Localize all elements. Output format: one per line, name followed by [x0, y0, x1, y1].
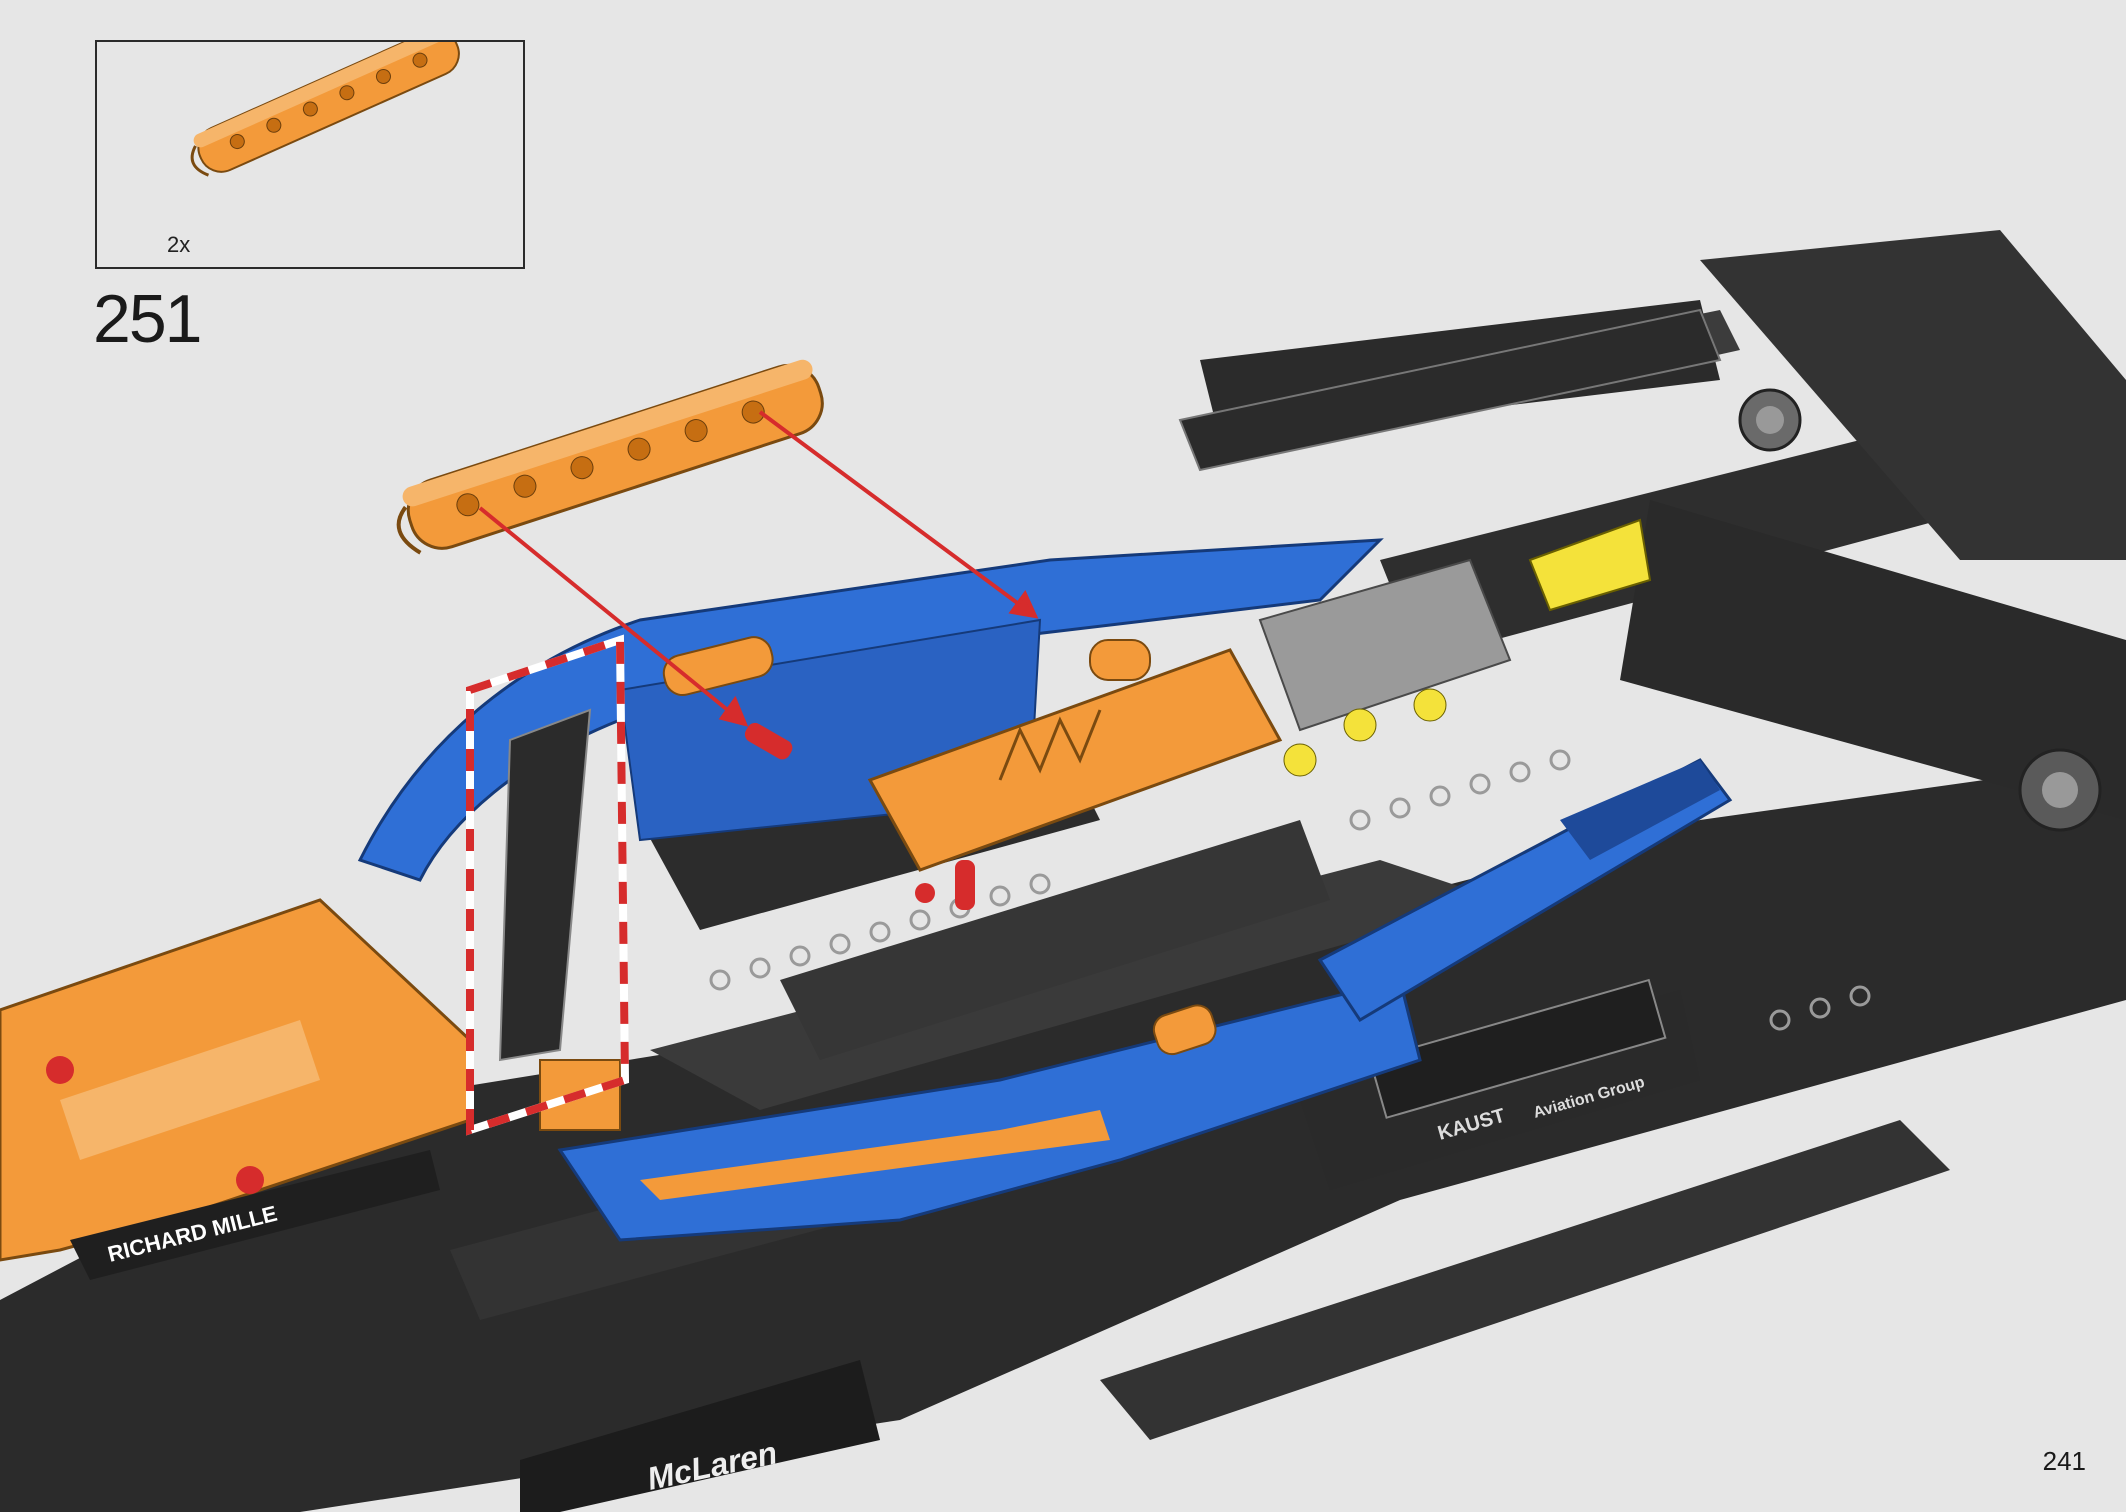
- gray-engine-block: [1258, 518, 1652, 777]
- highlight-frame-icon: [466, 634, 630, 1136]
- rear-wing-element: [1178, 308, 2102, 832]
- black-chassis: KAUST Aviation Group McLaren: [0, 230, 2126, 1512]
- assembly-arrow-icon: [478, 410, 1039, 727]
- red-pins: [744, 722, 975, 910]
- part-quantity: 2x: [167, 232, 191, 257]
- orange-beam-part: [396, 359, 824, 555]
- page-number: 241: [2042, 1446, 2086, 1476]
- parts-callout: 2x: [95, 40, 525, 269]
- liftarm-holes: [709, 749, 1871, 1031]
- orange-beam-part-icon: [190, 42, 460, 177]
- step-number: 251: [93, 281, 202, 357]
